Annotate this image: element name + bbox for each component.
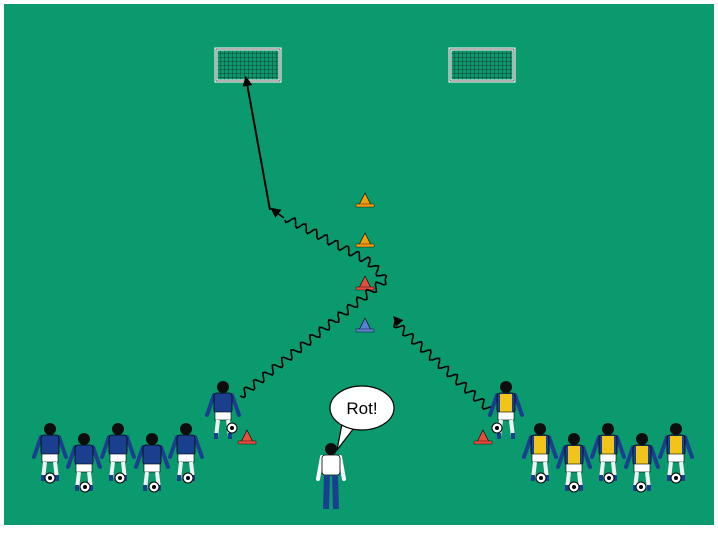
ball-icon: [536, 473, 546, 483]
coach-callout: Rot!: [346, 399, 377, 418]
ball-icon: [115, 473, 125, 483]
ball-icon: [149, 482, 159, 492]
ball-icon: [183, 473, 193, 483]
right-goal-icon: [450, 49, 514, 81]
left-goal-icon: [216, 49, 280, 81]
ball-icon: [45, 473, 55, 483]
ball-icon: [569, 482, 579, 492]
ball-icon: [227, 423, 237, 433]
ball-icon: [492, 423, 502, 433]
ball-icon: [604, 473, 614, 483]
ball-icon: [636, 482, 646, 492]
ball-icon: [80, 482, 90, 492]
ball-icon: [671, 473, 681, 483]
